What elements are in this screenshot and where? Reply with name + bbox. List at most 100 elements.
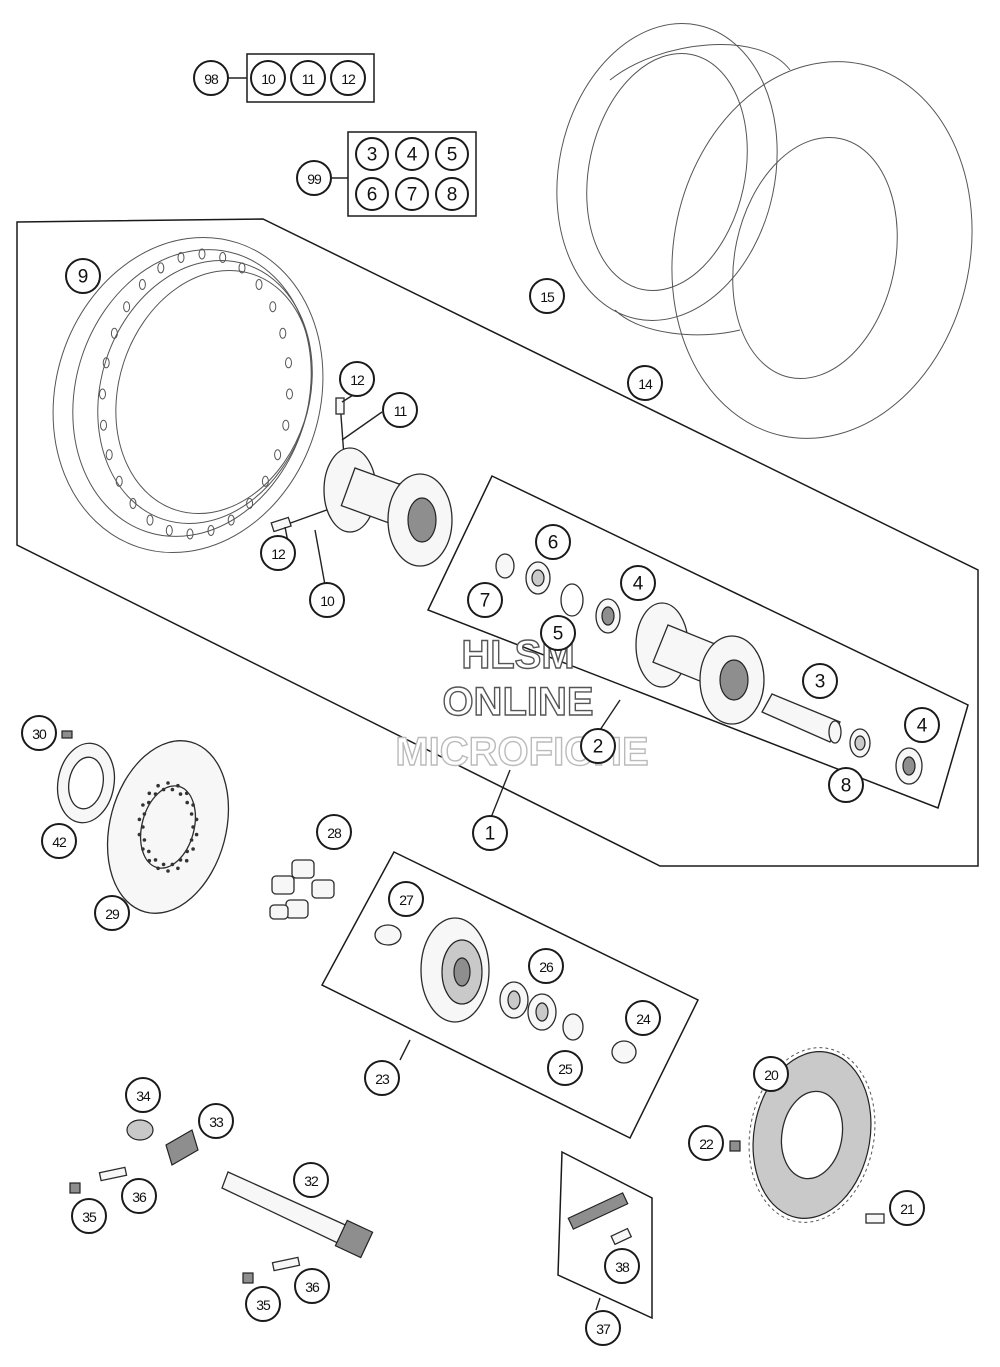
- callout-number: 12: [271, 546, 286, 562]
- callout-11[interactable]: 11: [290, 60, 326, 96]
- callout-98[interactable]: 98: [193, 60, 229, 96]
- callout-number: 6: [367, 185, 378, 206]
- callout-15[interactable]: 15: [529, 278, 565, 314]
- callout-number: 12: [341, 71, 356, 87]
- disc-hole: [176, 783, 180, 788]
- disc-hole: [176, 866, 180, 871]
- tube: [556, 23, 778, 321]
- bolt-21: [865, 1213, 885, 1224]
- callout-99[interactable]: 99: [296, 160, 332, 196]
- callout-7[interactable]: 7: [467, 582, 503, 618]
- callout-4[interactable]: 4: [620, 565, 656, 601]
- callout-5[interactable]: 5: [540, 615, 576, 651]
- callout-number: 10: [320, 593, 335, 609]
- callout-number: 8: [447, 185, 458, 206]
- disc-hole: [142, 812, 147, 816]
- callout-5[interactable]: 5: [435, 137, 469, 171]
- callout-38[interactable]: 38: [604, 1248, 640, 1284]
- callout-6[interactable]: 6: [355, 177, 389, 211]
- callout-32[interactable]: 32: [293, 1162, 329, 1198]
- callout-20[interactable]: 20: [753, 1056, 789, 1092]
- callout-14[interactable]: 14: [627, 365, 663, 401]
- screw-30: [61, 730, 73, 739]
- callout-7[interactable]: 7: [395, 177, 429, 211]
- callout-30[interactable]: 30: [21, 715, 57, 751]
- callout-2[interactable]: 2: [580, 728, 616, 764]
- callout-21[interactable]: 21: [889, 1190, 925, 1226]
- callout-number: 5: [447, 145, 458, 166]
- callout-number: 99: [307, 171, 322, 187]
- callout-number: 11: [394, 403, 408, 419]
- callout-26[interactable]: 26: [528, 948, 564, 984]
- rim: [52, 236, 324, 554]
- rubber-dampers: [269, 859, 335, 920]
- callout-33[interactable]: 33: [198, 1103, 234, 1139]
- callout-8[interactable]: 8: [828, 767, 864, 803]
- chain-frame: [557, 1150, 653, 1320]
- callout-number: 27: [399, 892, 414, 908]
- callout-1[interactable]: 1: [472, 815, 508, 851]
- callout-number: 1: [485, 824, 496, 845]
- rim-hole: [146, 514, 154, 526]
- callout-4[interactable]: 4: [395, 137, 429, 171]
- rim-hole: [105, 449, 113, 461]
- callout-10[interactable]: 10: [309, 582, 345, 618]
- callout-42[interactable]: 42: [41, 823, 77, 859]
- disc-hole: [166, 781, 170, 785]
- callout-8[interactable]: 8: [435, 177, 469, 211]
- hub-kit-frame: [426, 474, 969, 809]
- callout-number: 7: [480, 591, 491, 612]
- disc-hole: [137, 832, 142, 837]
- callout-number: 7: [407, 185, 418, 206]
- callout-28[interactable]: 28: [316, 814, 352, 850]
- callout-number: 22: [699, 1136, 714, 1152]
- callout-3[interactable]: 3: [355, 137, 389, 171]
- callout-10[interactable]: 10: [250, 60, 286, 96]
- callout-12[interactable]: 12: [330, 60, 366, 96]
- callout-3[interactable]: 3: [802, 663, 838, 699]
- callout-36[interactable]: 36: [121, 1178, 157, 1214]
- callout-29[interactable]: 29: [94, 895, 130, 931]
- callout-12[interactable]: 12: [260, 535, 296, 571]
- callout-6[interactable]: 6: [535, 524, 571, 560]
- sprocket-carrier: [420, 917, 490, 1023]
- callout-4[interactable]: 4: [904, 707, 940, 743]
- disc-hole: [185, 849, 189, 854]
- bolt-36b: [271, 1256, 301, 1272]
- rim-hole: [102, 357, 110, 369]
- callout-12[interactable]: 12: [339, 361, 375, 397]
- callout-35[interactable]: 35: [245, 1286, 281, 1322]
- rim-hole: [261, 475, 269, 487]
- rim-hole: [138, 279, 146, 290]
- disc-hole: [147, 791, 152, 796]
- callout-24[interactable]: 24: [625, 1000, 661, 1036]
- callout-11[interactable]: 11: [382, 392, 418, 428]
- disc-hole: [137, 817, 142, 822]
- disc-hole: [147, 800, 151, 805]
- callout-35[interactable]: 35: [71, 1198, 107, 1234]
- callout-34[interactable]: 34: [125, 1077, 161, 1113]
- disc-hole: [194, 832, 199, 837]
- tire: [609, 44, 973, 439]
- callout-9[interactable]: 9: [65, 258, 101, 294]
- abs-tone-ring: [56, 742, 116, 824]
- carrier-seal-25: [562, 1013, 584, 1041]
- hub-spacer-6: [525, 561, 551, 595]
- callout-25[interactable]: 25: [547, 1050, 583, 1086]
- disc-hole: [191, 825, 195, 829]
- disc-hole: [153, 858, 158, 862]
- rim-hole: [177, 252, 185, 263]
- callout-36[interactable]: 36: [294, 1268, 330, 1304]
- callout-22[interactable]: 22: [688, 1125, 724, 1161]
- callout-37[interactable]: 37: [585, 1310, 621, 1346]
- callout-number: 14: [638, 376, 653, 392]
- callout-number: 36: [305, 1279, 320, 1295]
- callout-number: 32: [304, 1173, 319, 1189]
- callout-number: 30: [32, 726, 47, 742]
- callout-23[interactable]: 23: [364, 1060, 400, 1096]
- hub-seal-7: [495, 553, 515, 579]
- callout-27[interactable]: 27: [388, 881, 424, 917]
- callout-number: 28: [327, 825, 342, 841]
- callout-number: 25: [558, 1061, 573, 1077]
- wheel-assembly-frame: [16, 218, 979, 867]
